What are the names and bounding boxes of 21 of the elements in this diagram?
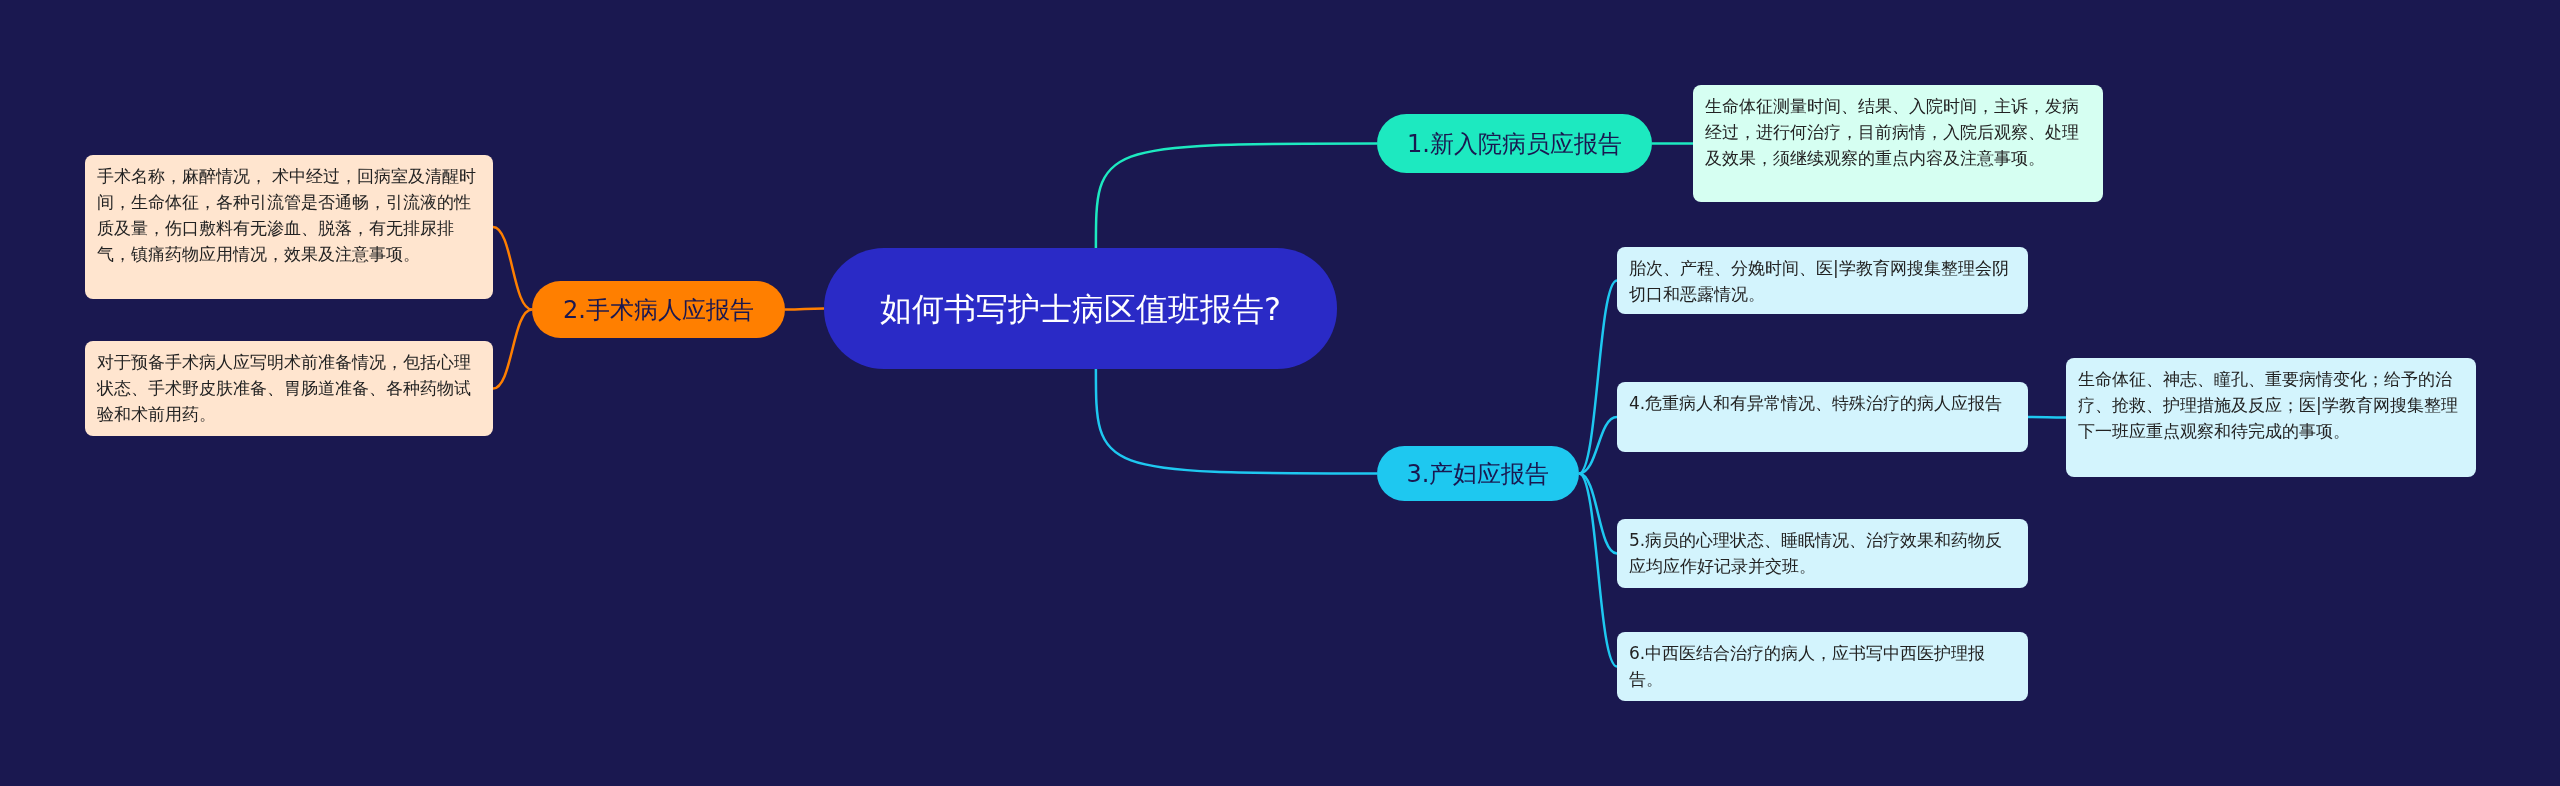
connector-line [785, 307, 824, 311]
branch-pill: 1.新入院病员应报告 [1377, 114, 1652, 173]
note-card: 手术名称，麻醉情况， 术中经过，回病室及清醒时间，生命体征，各种引流管是否通畅，引流液的性质及量，伤口敷料有无渗血、脱落，有无排尿排气，镇痛药物应用情况，效果及注意事项。 [85, 155, 493, 299]
note-card: 生命体征、神志、瞳孔、重要病情变化；给予的治疗、抢救、护理措施及反应；医|学教育网搜集整理下一班应重点观察和待完成的事项。 [2066, 358, 2476, 477]
connector-line [1578, 472, 1618, 668]
branch-pill: 2.手术病人应报告 [532, 281, 785, 338]
connector-line [1094, 142, 1377, 248]
connector-line [1094, 369, 1377, 475]
connector-line [1578, 279, 1618, 475]
branch-pill: 3.产妇应报告 [1377, 446, 1579, 501]
connector-line [492, 225, 533, 311]
note-card: 胎次、产程、分娩时间、医|学教育网搜集整理会阴切口和恶露情况。 [1617, 247, 2028, 314]
connector-line [492, 308, 533, 390]
note-card: 5.病员的心理状态、睡眠情况、治疗效果和药物反应均应作好记录并交班。 [1617, 519, 2028, 588]
note-card: 对于预备手术病人应写明术前准备情况，包括心理状态、手术野皮肤准备、胃肠道准备、各种药物试验和术前用药。 [85, 341, 493, 436]
connector-line [2028, 415, 2066, 419]
note-card: 6.中西医结合治疗的病人，应书写中西医护理报告。 [1617, 632, 2028, 701]
topic-bubble: 如何书写护士病区值班报告? [824, 248, 1337, 369]
connector-line [1652, 142, 1693, 145]
note-card: 4.危重病人和有异常情况、特殊治疗的病人应报告 [1617, 382, 2028, 452]
note-card: 生命体征测量时间、结果、入院时间，主诉，发病经过，进行何治疗，目前病情，入院后观察、处理及效果，须继续观察的重点内容及注意事项。 [1693, 85, 2103, 202]
